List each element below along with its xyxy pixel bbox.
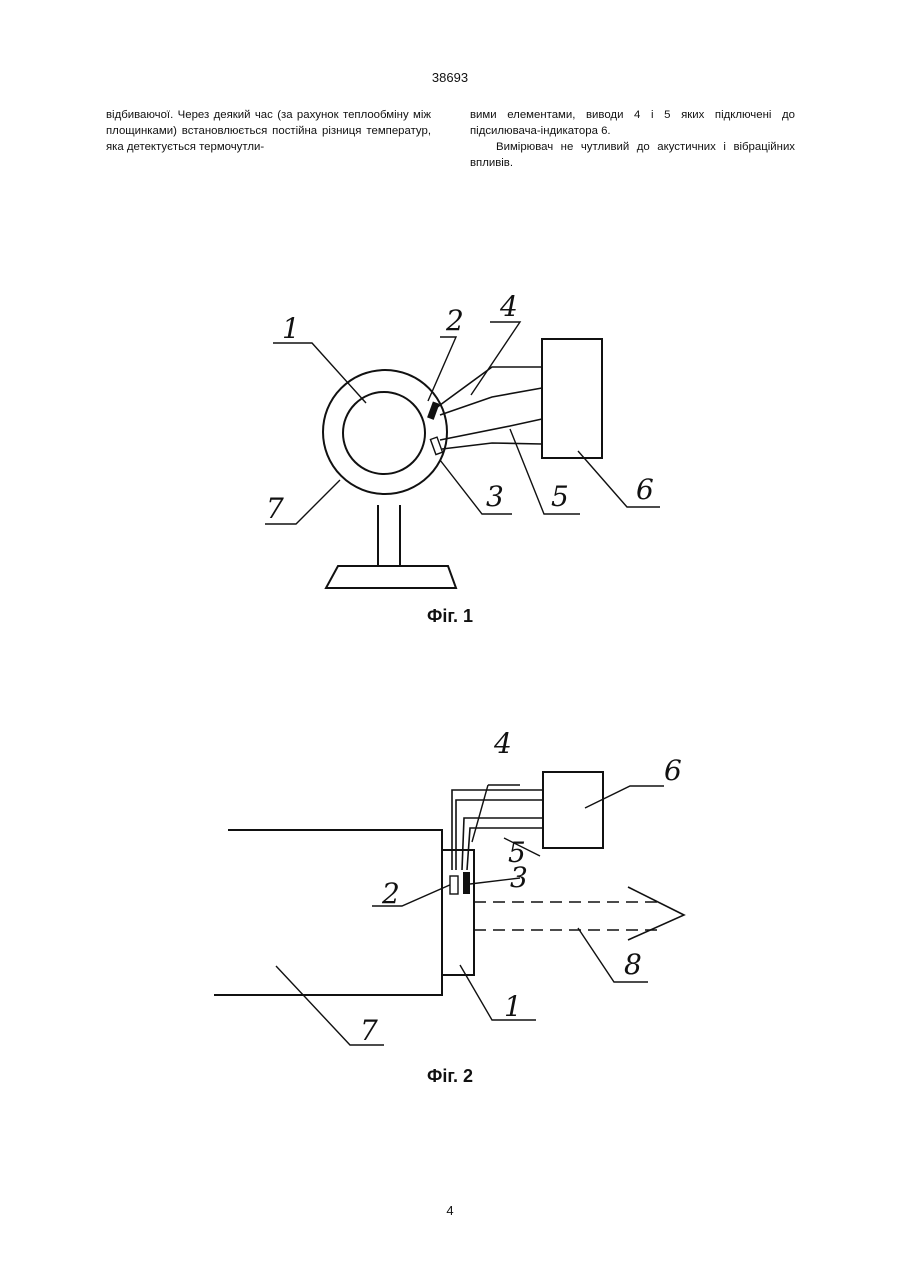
fig2-label-3: 3 bbox=[510, 861, 528, 894]
fig1-label-4: 4 bbox=[499, 290, 518, 323]
thermo-element-2 bbox=[450, 876, 458, 894]
figure-2-drawing: 4 6 5 3 2 8 1 7 bbox=[0, 700, 900, 1070]
fig1-label-6: 6 bbox=[636, 473, 654, 506]
fig2-label-8: 8 bbox=[624, 948, 642, 981]
fig1-label-5: 5 bbox=[551, 480, 569, 513]
fig1-label-1: 1 bbox=[282, 312, 300, 345]
stand-base bbox=[326, 566, 456, 588]
page-number: 4 bbox=[0, 1203, 900, 1218]
wire-5 bbox=[440, 419, 542, 440]
ring-outer bbox=[323, 370, 447, 494]
fig2-label-6: 6 bbox=[664, 754, 682, 787]
amplifier-box bbox=[543, 772, 603, 848]
body-7 bbox=[214, 830, 442, 995]
thermo-element-3 bbox=[463, 872, 470, 894]
fig2-label-4: 4 bbox=[493, 727, 512, 760]
ring-inner bbox=[343, 392, 425, 474]
fig2-label-2: 2 bbox=[381, 877, 400, 910]
fig2-label-7: 7 bbox=[360, 1014, 378, 1047]
wire-4b bbox=[440, 388, 542, 415]
figure-1-drawing: 1 2 4 3 5 6 7 bbox=[0, 0, 900, 620]
fig2-label-1: 1 bbox=[504, 990, 522, 1023]
fig1-label-3: 3 bbox=[486, 480, 504, 513]
thermo-element-2 bbox=[427, 401, 439, 419]
wire-5b bbox=[442, 443, 542, 449]
figure-2-caption: Фіг. 2 bbox=[0, 1066, 900, 1087]
wire-4 bbox=[436, 367, 542, 408]
radiation-arrow-head bbox=[628, 887, 684, 940]
plate-1 bbox=[442, 850, 474, 975]
fig1-label-2: 2 bbox=[445, 304, 464, 337]
figure-1-caption: Фіг. 1 bbox=[0, 606, 900, 627]
fig1-label-7: 7 bbox=[266, 492, 284, 525]
amplifier-box bbox=[542, 339, 602, 458]
